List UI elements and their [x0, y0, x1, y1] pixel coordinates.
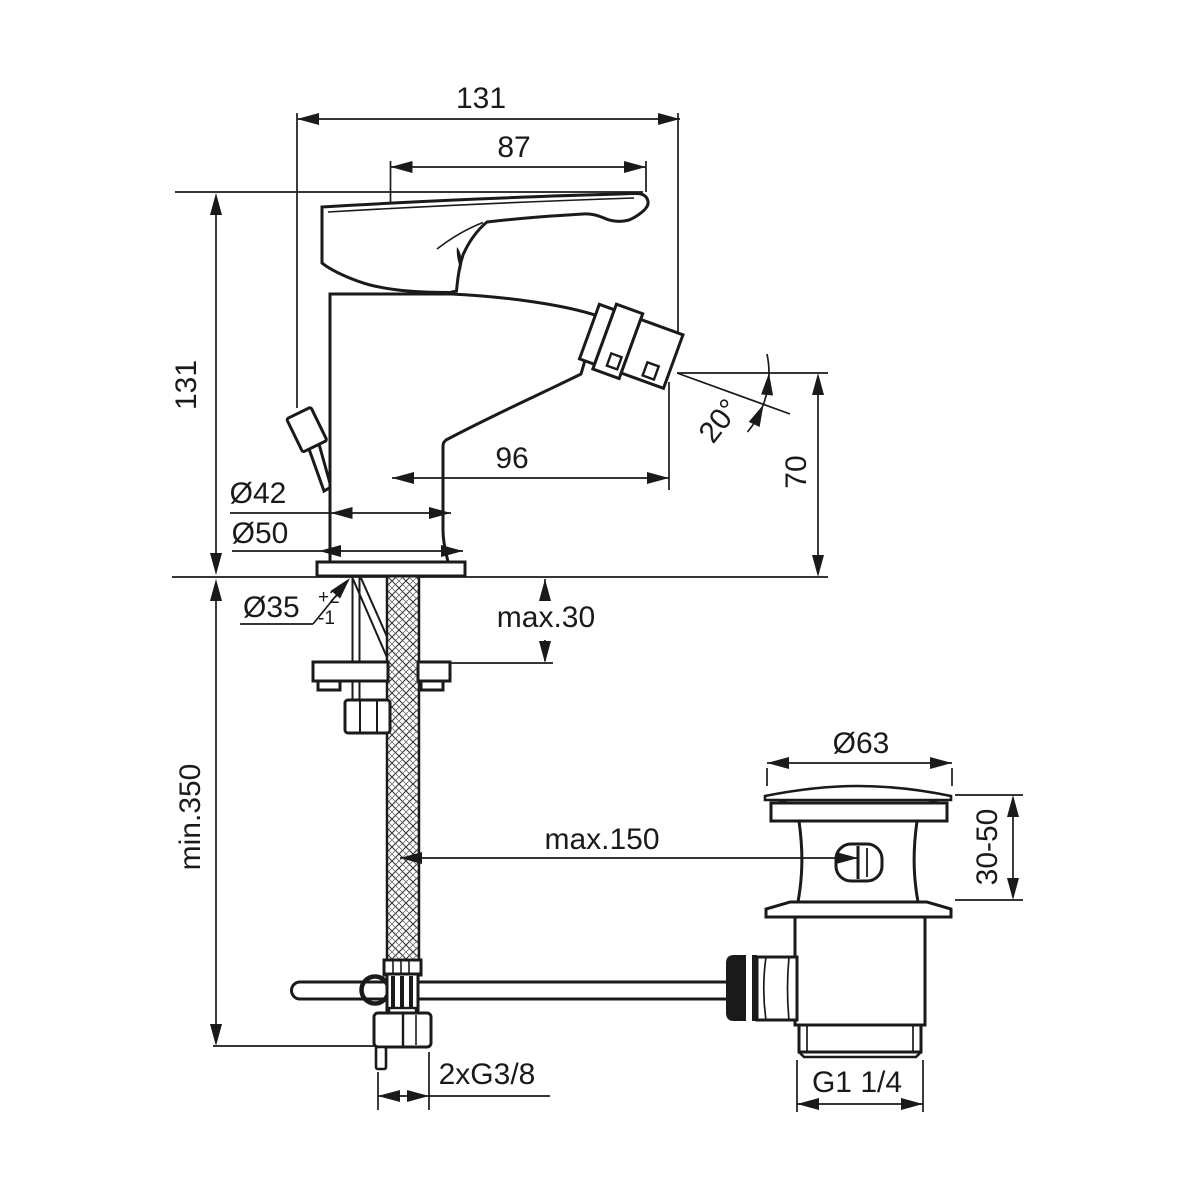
popup-rod: [290, 980, 727, 1001]
dim-rod-reach: max.150: [400, 823, 858, 864]
dim-hose-clearance-label: min.350: [174, 764, 207, 871]
waste-body: [793, 915, 927, 1027]
base-plate: [315, 560, 467, 578]
extension-lines: [172, 113, 828, 1047]
dim-body-height-label: 131: [170, 360, 203, 410]
dim-spout-reach-label: 96: [495, 442, 528, 475]
dim-body-diameter: Ø42: [230, 477, 451, 519]
dim-body-height: 131: [170, 193, 222, 575]
dim-handle-length: 87: [390, 131, 646, 173]
dim-body-diameter-label: Ø42: [230, 477, 287, 510]
dim-overall-width: 131: [297, 82, 680, 125]
dim-base-diameter-label: Ø50: [232, 517, 289, 550]
rod-linkage-block: [385, 972, 420, 1017]
dim-supply-thread: 2xG3/8: [377, 1052, 550, 1110]
dim-deck-thickness: max.30: [497, 579, 595, 663]
dim-waste-flange-label: Ø63: [833, 727, 890, 760]
dim-handle-length-label: 87: [497, 131, 530, 164]
dim-overall-width-label: 131: [456, 82, 506, 115]
supply-connection-nut: [372, 1011, 433, 1071]
dim-waste-thread-label: G1 1/4: [812, 1066, 902, 1099]
dim-waste-deck-range-label: 30-50: [971, 809, 1004, 886]
dim-base-diameter: Ø50: [232, 517, 463, 557]
dim-rod-reach-label: max.150: [544, 823, 659, 856]
dim-spout-height-label: 70: [780, 455, 813, 488]
mounting-nut: [343, 698, 392, 735]
dim-spout-reach: 96: [392, 442, 669, 484]
dim-waste-deck-range: 30-50: [955, 794, 1023, 901]
waste-tailpiece: [797, 1023, 923, 1059]
dim-deck-thickness-label: max.30: [497, 601, 595, 634]
label-hole-diameter: Ø35 +2 -1: [240, 574, 355, 629]
dim-spout-angle: 20°: [676, 353, 791, 449]
dim-spout-height: 70: [780, 373, 824, 577]
waste-rod-slot: [834, 842, 884, 883]
aerator-spout-end: [577, 302, 685, 391]
dim-waste-flange: Ø63: [766, 727, 953, 786]
supply-hose: [385, 576, 421, 962]
rod-joint-knob: [726, 955, 757, 1021]
dim-hose-clearance: min.350: [174, 579, 222, 1046]
lever-handle: [320, 191, 650, 295]
waste-lower-flange: [764, 900, 953, 919]
waste-plug-cap: [763, 784, 953, 805]
faucet-body: [328, 292, 600, 564]
label-hole-tolerance-minus: -1: [318, 608, 335, 629]
clamp-bracket: [311, 660, 452, 692]
rod-port-collar: [755, 955, 799, 1022]
dim-spout-angle-label: 20°: [693, 393, 747, 449]
dim-supply-thread-label: 2xG3/8: [439, 1058, 536, 1091]
label-hole-diameter-text: Ø35: [243, 591, 300, 624]
drain-pull-knob: [285, 406, 333, 494]
waste-flange: [769, 801, 949, 823]
label-hole-tolerance-plus: +2: [318, 587, 340, 608]
dim-waste-thread: G1 1/4: [796, 1060, 924, 1112]
